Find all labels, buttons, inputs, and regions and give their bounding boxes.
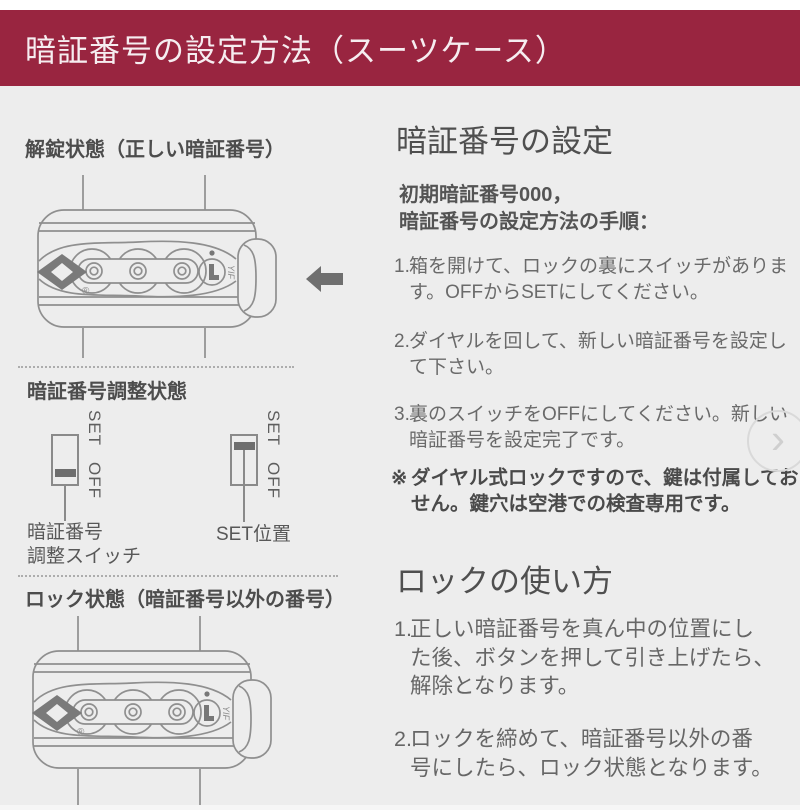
lock-diagram-unlocked: ® YIF [37, 175, 343, 358]
set-label: SET [85, 410, 104, 447]
dotted-divider [18, 366, 294, 368]
indicator-dot [209, 250, 215, 256]
off-label: OFF [85, 462, 104, 499]
key-glyph [204, 705, 214, 721]
brand-text: YIF [221, 706, 231, 721]
off-switch-caption: 暗証番号 調整スイッチ [27, 522, 142, 567]
release-button [232, 679, 272, 759]
lock-usage-heading: ロックの使い方 [396, 564, 613, 599]
switch-off-position [51, 434, 79, 486]
brand-text: YIF [226, 265, 236, 280]
registered-mark: ® [82, 286, 90, 297]
pointer-line [243, 450, 245, 522]
step-number: 3. [394, 404, 410, 425]
pin-step-1: 1. 箱を開けて、ロックの裏にスイッチがありま す。OFFからSETにしてくださ… [394, 256, 789, 303]
pin-setting-heading: 暗証番号の設定 [396, 124, 613, 159]
left-arrow-icon [306, 266, 343, 292]
chevron-right-icon: › [771, 415, 785, 462]
key-note: ※ ダイヤル式ロックですので、鍵は付属しておりま せん。鍵穴は空港での検査専用で… [391, 467, 800, 515]
pointer-line [64, 485, 66, 521]
unlocked-state-heading: 解錠状態（正しい暗証番号） [25, 139, 285, 161]
pin-step-2: 2. ダイヤルを回して、新しい暗証番号を設定し て下さい。 [394, 331, 787, 378]
header-banner: 暗証番号の設定方法（スーツケース） [0, 10, 800, 86]
keyhole-icon [198, 258, 226, 286]
set-label: SET [264, 410, 283, 447]
set-switch-caption: SET位置 [216, 524, 291, 545]
key-glyph [209, 264, 219, 280]
off-label: OFF [264, 462, 283, 499]
locked-state-heading: ロック状態（暗証番号以外の番号） [25, 589, 345, 611]
switch-knob [234, 442, 255, 450]
bottom-margin-strip [0, 805, 800, 810]
lock-diagram-locked: ® YIF [32, 616, 272, 806]
release-button [237, 238, 277, 318]
indicator-dot [204, 691, 210, 697]
pin-setting-intro: 初期暗証番号000， 暗証番号の設定方法の手順： [399, 184, 659, 233]
step-number: 2. [394, 331, 410, 352]
top-margin-strip [0, 0, 800, 10]
step-number: 2. [394, 727, 412, 751]
keyhole-icon [193, 699, 221, 727]
step-number: 1. [394, 617, 412, 641]
dotted-divider [18, 575, 338, 577]
adjust-state-heading: 暗証番号調整状態 [27, 381, 187, 403]
usage-step-1: 1. 正しい暗証番号を真ん中の位置にし た後、ボタンを押して引き上げたら、 解除… [394, 617, 775, 698]
usage-step-2: 2. ロックを締めて、暗証番号以外の番 号にしたら、ロック状態となります。 [394, 727, 773, 780]
step-number: 1. [394, 256, 410, 277]
pin-step-3: 3. 裏のスイッチをOFFにしてください。新しい 暗証番号を設定完了です。 [394, 404, 788, 451]
switch-knob [55, 469, 76, 477]
note-marker: ※ [391, 467, 408, 489]
carousel-next-button[interactable]: › [747, 410, 800, 472]
page-title: 暗証番号の設定方法（スーツケース） [25, 33, 567, 69]
registered-mark: ® [77, 727, 85, 738]
